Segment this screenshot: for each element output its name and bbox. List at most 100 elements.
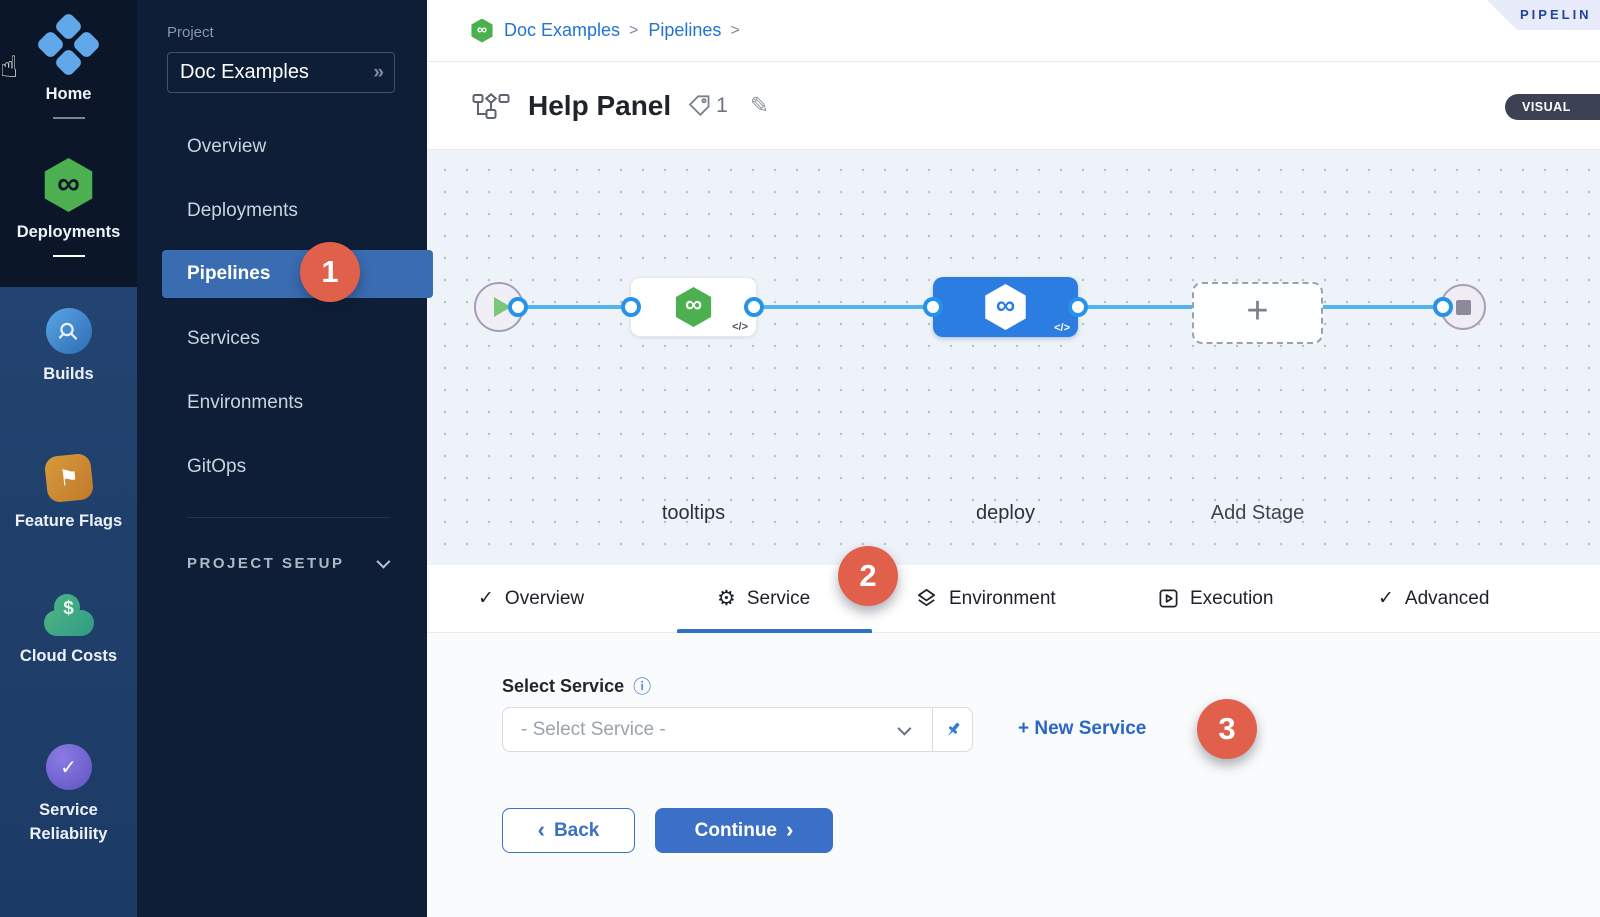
module-rail-top xyxy=(0,0,137,287)
project-setup-toggle[interactable]: PROJECT SETUP xyxy=(187,548,397,578)
module-deployments[interactable]: ∞ Deployments xyxy=(0,158,137,257)
main-content: ∞ Doc Examples > Pipelines > PIPELIN Hel… xyxy=(427,0,1600,917)
tab-environment[interactable]: Environment xyxy=(915,565,1056,632)
module-deployments-label: Deployments xyxy=(16,223,121,241)
tab-execution[interactable]: Execution xyxy=(1158,565,1273,632)
stage-label-tooltips: tooltips xyxy=(661,502,726,524)
connector-port[interactable] xyxy=(744,297,764,317)
code-toggle-glyph: </> xyxy=(1054,322,1070,334)
feature-flags-icon: ⚑ xyxy=(43,452,94,504)
deployments-harness-icon: ∞ xyxy=(44,158,93,212)
project-name: Doc Examples xyxy=(180,61,309,83)
breadcrumb-link-project[interactable]: Doc Examples xyxy=(504,20,621,40)
edit-pencil-icon[interactable]: ✎ xyxy=(749,92,770,118)
pin-icon xyxy=(947,722,959,736)
annotation-badge-3: 3 xyxy=(1197,699,1257,759)
home-icon xyxy=(35,11,101,78)
module-builds-label: Builds xyxy=(43,365,94,383)
new-service-link[interactable]: + New Service xyxy=(1018,718,1147,739)
sidebar-item-label: Environments xyxy=(187,392,304,413)
annotation-badge-2: 2 xyxy=(838,546,898,606)
continue-button[interactable]: Continue › xyxy=(655,808,833,853)
sidebar-divider xyxy=(187,517,390,518)
layers-icon xyxy=(915,587,938,610)
breadcrumb: ∞ Doc Examples > Pipelines > PIPELIN xyxy=(427,0,1600,62)
cursor-hand-icon: ☝ xyxy=(0,51,19,84)
builds-icon xyxy=(45,308,92,354)
tab-service[interactable]: ⚙ Service xyxy=(717,565,810,632)
chevron-right-icon: › xyxy=(786,816,794,842)
pipeline-header: Help Panel 1 ✎ VISUAL xyxy=(427,62,1600,150)
pipeline-end-node[interactable] xyxy=(1440,284,1486,330)
select-service-row: Select Service ⓘ xyxy=(502,673,651,699)
sidebar-item-pipelines[interactable]: Pipelines xyxy=(162,250,433,298)
module-builds[interactable]: Builds xyxy=(0,308,137,387)
project-selector[interactable]: Doc Examples » xyxy=(167,52,395,93)
module-service-reliability[interactable]: ✓ Service Reliability xyxy=(0,744,137,847)
connector-port[interactable] xyxy=(508,297,528,317)
connector-port[interactable] xyxy=(1433,297,1453,317)
tab-label: Advanced xyxy=(1404,587,1490,609)
add-stage-label: Add Stage xyxy=(1210,502,1305,524)
stage-node-tooltips[interactable]: ∞ </> xyxy=(630,277,757,337)
harness-stage-icon: ∞ xyxy=(985,284,1026,330)
chevron-down-icon xyxy=(375,554,391,569)
deployments-underline xyxy=(52,254,85,257)
tab-overview[interactable]: ✓ Overview xyxy=(478,565,584,632)
sidebar-item-environments[interactable]: Environments xyxy=(137,379,427,427)
sidebar-item-label: GitOps xyxy=(187,456,247,477)
home-underline xyxy=(52,116,85,119)
double-chevron-right-icon[interactable]: » xyxy=(373,61,383,83)
sidebar-item-label: Services xyxy=(187,328,260,349)
sidebar-item-label: Pipelines xyxy=(187,263,271,284)
chevron-down-icon xyxy=(897,721,912,736)
module-feature-flags-label: Feature Flags xyxy=(14,512,123,530)
service-tab-panel: Select Service ⓘ - Select Service - + Ne… xyxy=(427,633,1600,917)
cloud-costs-icon: $ xyxy=(43,594,94,636)
tab-label: Environment xyxy=(949,587,1056,609)
connector-port[interactable] xyxy=(621,297,641,317)
project-setup-label: PROJECT SETUP xyxy=(187,554,345,572)
module-home[interactable]: Home xyxy=(0,11,137,119)
breadcrumb-separator: > xyxy=(730,21,740,39)
stop-icon xyxy=(1456,300,1471,315)
module-home-label: Home xyxy=(45,85,92,103)
connector-port[interactable] xyxy=(923,297,943,317)
visual-yaml-toggle[interactable]: VISUAL xyxy=(1505,94,1600,120)
harness-project-icon: ∞ xyxy=(471,18,493,43)
continue-button-label: Continue xyxy=(694,819,777,841)
select-service-dropdown[interactable]: - Select Service - xyxy=(502,707,973,752)
sidebar-item-label: Deployments xyxy=(187,200,298,221)
tab-label: Execution xyxy=(1190,587,1274,609)
module-rail: Home ∞ Deployments Builds ⚑ Feature Flag… xyxy=(0,0,137,917)
play-icon xyxy=(494,297,511,317)
add-stage-button[interactable]: + xyxy=(1192,282,1323,344)
sidebar-item-gitops[interactable]: GitOps xyxy=(137,443,427,491)
harness-stage-icon: ∞ xyxy=(675,287,712,327)
connector-port[interactable] xyxy=(1068,297,1088,317)
tag-icon xyxy=(688,95,710,117)
sidebar-item-deployments[interactable]: Deployments xyxy=(137,187,427,235)
stage-node-deploy-selected[interactable]: ∞ </> xyxy=(933,277,1078,337)
plus-icon: + xyxy=(1246,290,1269,332)
pin-button[interactable] xyxy=(932,708,972,751)
tags-indicator[interactable]: 1 xyxy=(687,94,728,118)
pipeline-canvas[interactable]: ∞ </> ∞ </> + tooltips deploy Add Stage xyxy=(427,150,1600,565)
info-icon[interactable]: ⓘ xyxy=(633,677,652,697)
page-title: Help Panel xyxy=(528,89,672,121)
module-cloud-costs[interactable]: $ Cloud Costs xyxy=(0,594,137,669)
sidebar-item-services[interactable]: Services xyxy=(137,315,427,363)
module-feature-flags[interactable]: ⚑ Feature Flags xyxy=(0,452,137,534)
service-reliability-icon: ✓ xyxy=(45,744,92,790)
back-button[interactable]: ‹ Back xyxy=(502,808,635,853)
breadcrumb-link-pipelines[interactable]: Pipelines xyxy=(648,20,722,40)
check-icon: ✓ xyxy=(1378,588,1394,609)
pipeline-flowchart-icon xyxy=(472,92,510,119)
stage-label-deploy: deploy xyxy=(976,502,1035,524)
sidebar-item-overview[interactable]: Overview xyxy=(137,123,427,171)
sidebar-item-label: Overview xyxy=(187,136,267,157)
select-service-label: Select Service xyxy=(502,675,625,696)
tab-label: Service xyxy=(746,587,811,609)
annotation-badge-1: 1 xyxy=(300,242,360,302)
tab-advanced[interactable]: ✓ Advanced xyxy=(1378,565,1489,632)
